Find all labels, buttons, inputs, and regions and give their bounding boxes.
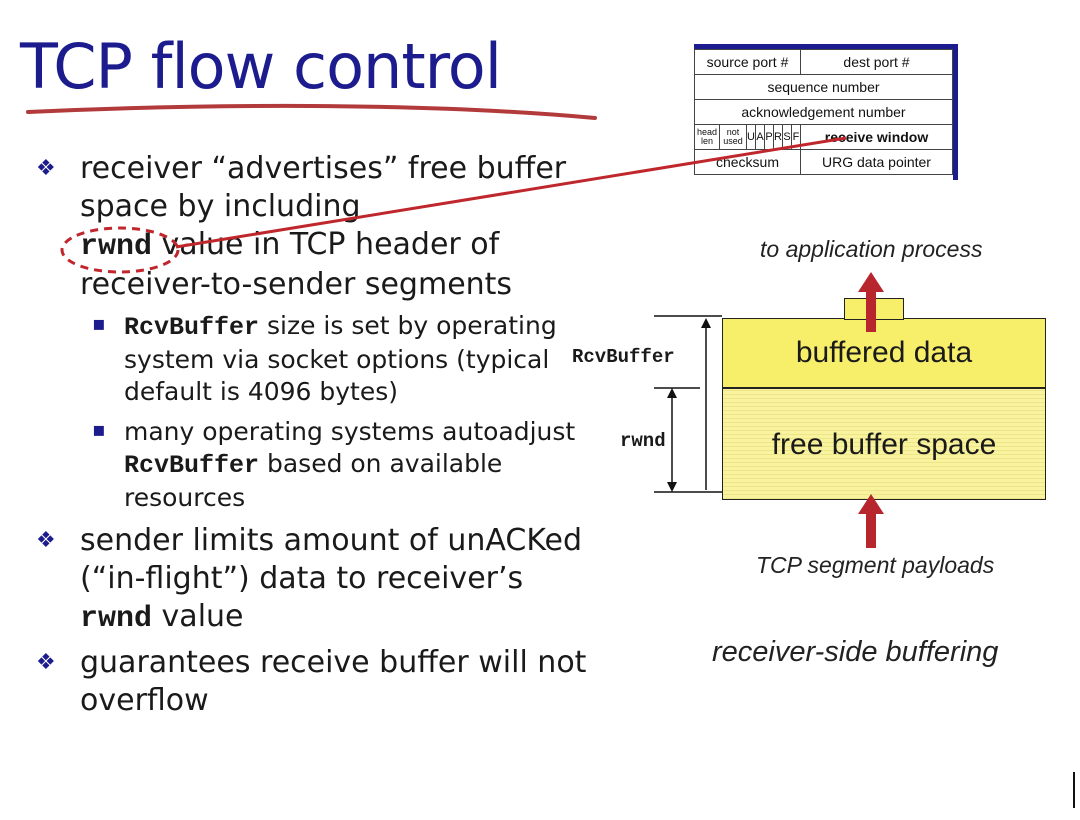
src-port-cell: source port # (694, 49, 801, 75)
free-buffer-label: free buffer space (771, 428, 997, 461)
urg-cell: URG data pointer (800, 149, 953, 175)
bullet-marker-icon: ❖ (36, 528, 56, 553)
rcvbuffer-label: RcvBuffer (572, 346, 675, 368)
page-title: TCP flow control (20, 30, 502, 103)
bullet-list: ❖ receiver “advertises” free buffer spac… (36, 150, 596, 726)
buffered-data-label: buffered data (795, 336, 973, 369)
subbullet-autoadjust: ▪ many operating systems autoadjust RcvB… (92, 416, 596, 514)
bullet-marker-icon: ❖ (36, 156, 56, 181)
rwnd-callout-circle (60, 226, 180, 274)
buffered-data-region (722, 318, 1046, 388)
title-underline (26, 103, 597, 120)
not-used-cell: not used (719, 124, 747, 150)
receiver-side-caption: receiver-side buffering (712, 636, 999, 668)
dst-port-cell: dest port # (800, 49, 953, 75)
to-application-caption: to application process (760, 236, 983, 262)
bullet-guarantees: ❖ guarantees receive buffer will not ove… (36, 645, 587, 718)
rwnd-code: rwnd (80, 230, 153, 264)
bullet-sender-limits: ❖ sender limits amount of unACKed (“in-f… (36, 523, 583, 636)
subbullet-rcvbuffer-size: ▪ RcvBuffer size is set by operating sys… (92, 310, 596, 408)
arrow-up-payload-icon (858, 494, 884, 548)
square-bullet-icon: ▪ (92, 417, 106, 441)
bullet-advertise: ❖ receiver “advertises” free buffer spac… (36, 151, 567, 302)
rwnd-label: rwnd (620, 430, 666, 452)
bullet-marker-icon: ❖ (36, 650, 56, 675)
free-buffer-region (722, 388, 1046, 500)
square-bullet-icon: ▪ (92, 311, 106, 335)
ack-cell: acknowledgement number (694, 99, 953, 125)
rcvbuffer-arrowhead-icon (701, 318, 711, 328)
rwnd-arrowhead-bottom-icon (667, 482, 677, 492)
segment-payloads-caption: TCP segment payloads (756, 552, 995, 578)
callout-pointer-line (175, 136, 847, 249)
rwnd-arrowhead-top-icon (667, 388, 677, 398)
arrow-up-application-icon (858, 272, 884, 332)
